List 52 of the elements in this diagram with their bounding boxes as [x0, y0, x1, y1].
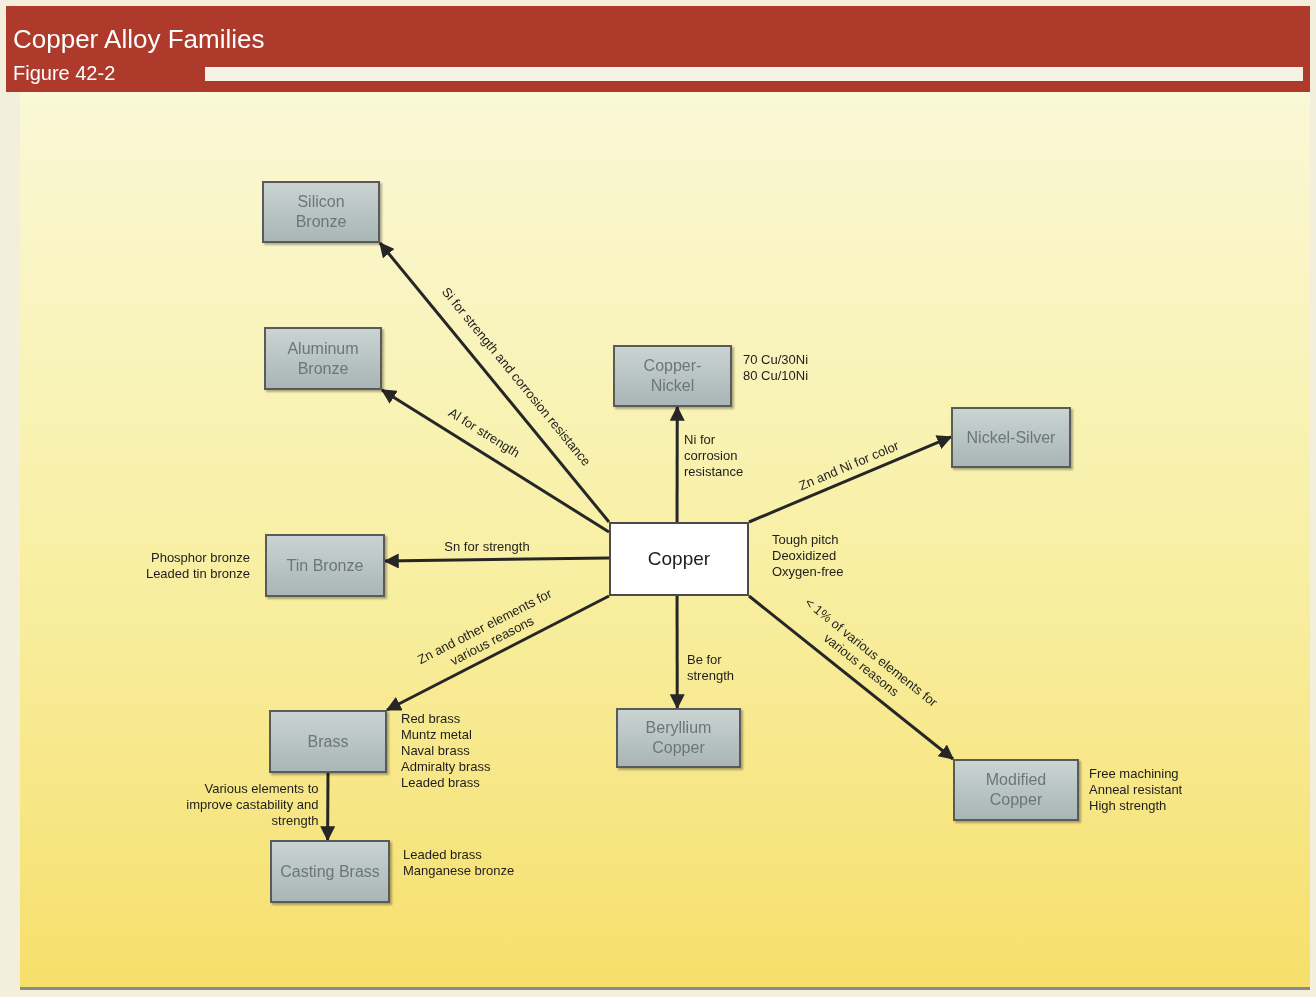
box-label: Casting Brass	[280, 861, 380, 882]
box-label: Copper	[647, 546, 711, 571]
edge-label: Sn for strength	[443, 539, 531, 555]
alloy-note: Free machining	[1089, 766, 1179, 782]
box-label: Copper-Nickel	[642, 356, 703, 396]
alloy-note: Oxygen-free	[772, 564, 844, 580]
box-label: Tin Bronze	[286, 555, 364, 576]
alloy-box	[613, 345, 732, 407]
edge-label: Be for strength	[687, 652, 735, 684]
alloy-note: Tough pitch	[772, 532, 839, 548]
arrow	[385, 594, 610, 712]
box-label: Nickel-Silver	[966, 427, 1056, 448]
alloy-box	[951, 407, 1071, 468]
alloy-note: 80 Cu/10Ni	[743, 368, 809, 384]
alloy-note: Admiralty brass	[401, 759, 491, 775]
alloy-note: Leaded tin bronze	[145, 566, 250, 582]
alloy-note: Muntz metal	[401, 727, 472, 743]
arrow	[378, 242, 611, 523]
alloy-note: 70 Cu/30Ni	[743, 352, 809, 368]
box-label: Beryllium Copper	[644, 718, 713, 758]
alloy-note: Red brass	[401, 711, 461, 727]
alloy-box	[953, 759, 1079, 821]
alloy-box	[269, 710, 387, 773]
figure-number: Figure 42-2	[13, 61, 116, 86]
alloy-box	[262, 181, 380, 243]
alloy-box	[265, 534, 385, 597]
edge-label: Zn and Ni for color	[795, 436, 902, 496]
arrow	[669, 405, 685, 522]
arrow	[748, 594, 954, 761]
arrow	[669, 596, 685, 710]
box-label: Aluminum Bronze	[286, 338, 360, 379]
alloy-note: Leaded brass	[403, 847, 482, 863]
alloy-note: Manganese bronze	[403, 863, 515, 879]
alloy-box	[270, 840, 390, 903]
alloy-box	[616, 708, 741, 768]
arrow	[748, 435, 953, 524]
alloy-note: Deoxidized	[772, 548, 837, 564]
arrow	[380, 388, 610, 534]
box-label: Silicon Bronze	[294, 192, 348, 232]
alloy-note: Naval brass	[401, 743, 470, 759]
arrow	[320, 773, 336, 842]
alloy-note: Phosphor bronze	[151, 550, 250, 566]
title: Copper Alloy Families	[13, 24, 265, 54]
alloy-note: Leaded brass	[401, 775, 480, 791]
central-box	[609, 522, 749, 596]
alloy-note: High strength	[1089, 798, 1167, 814]
alloy-note: Anneal resistant	[1089, 782, 1183, 798]
edge-label: Ni for corrosion resistance	[684, 432, 745, 480]
box-label: Brass	[307, 731, 349, 752]
box-label: Modified Copper	[984, 770, 1048, 810]
edge-label: Various elements to improve castability and strength	[185, 781, 319, 829]
alloy-box	[264, 327, 382, 390]
